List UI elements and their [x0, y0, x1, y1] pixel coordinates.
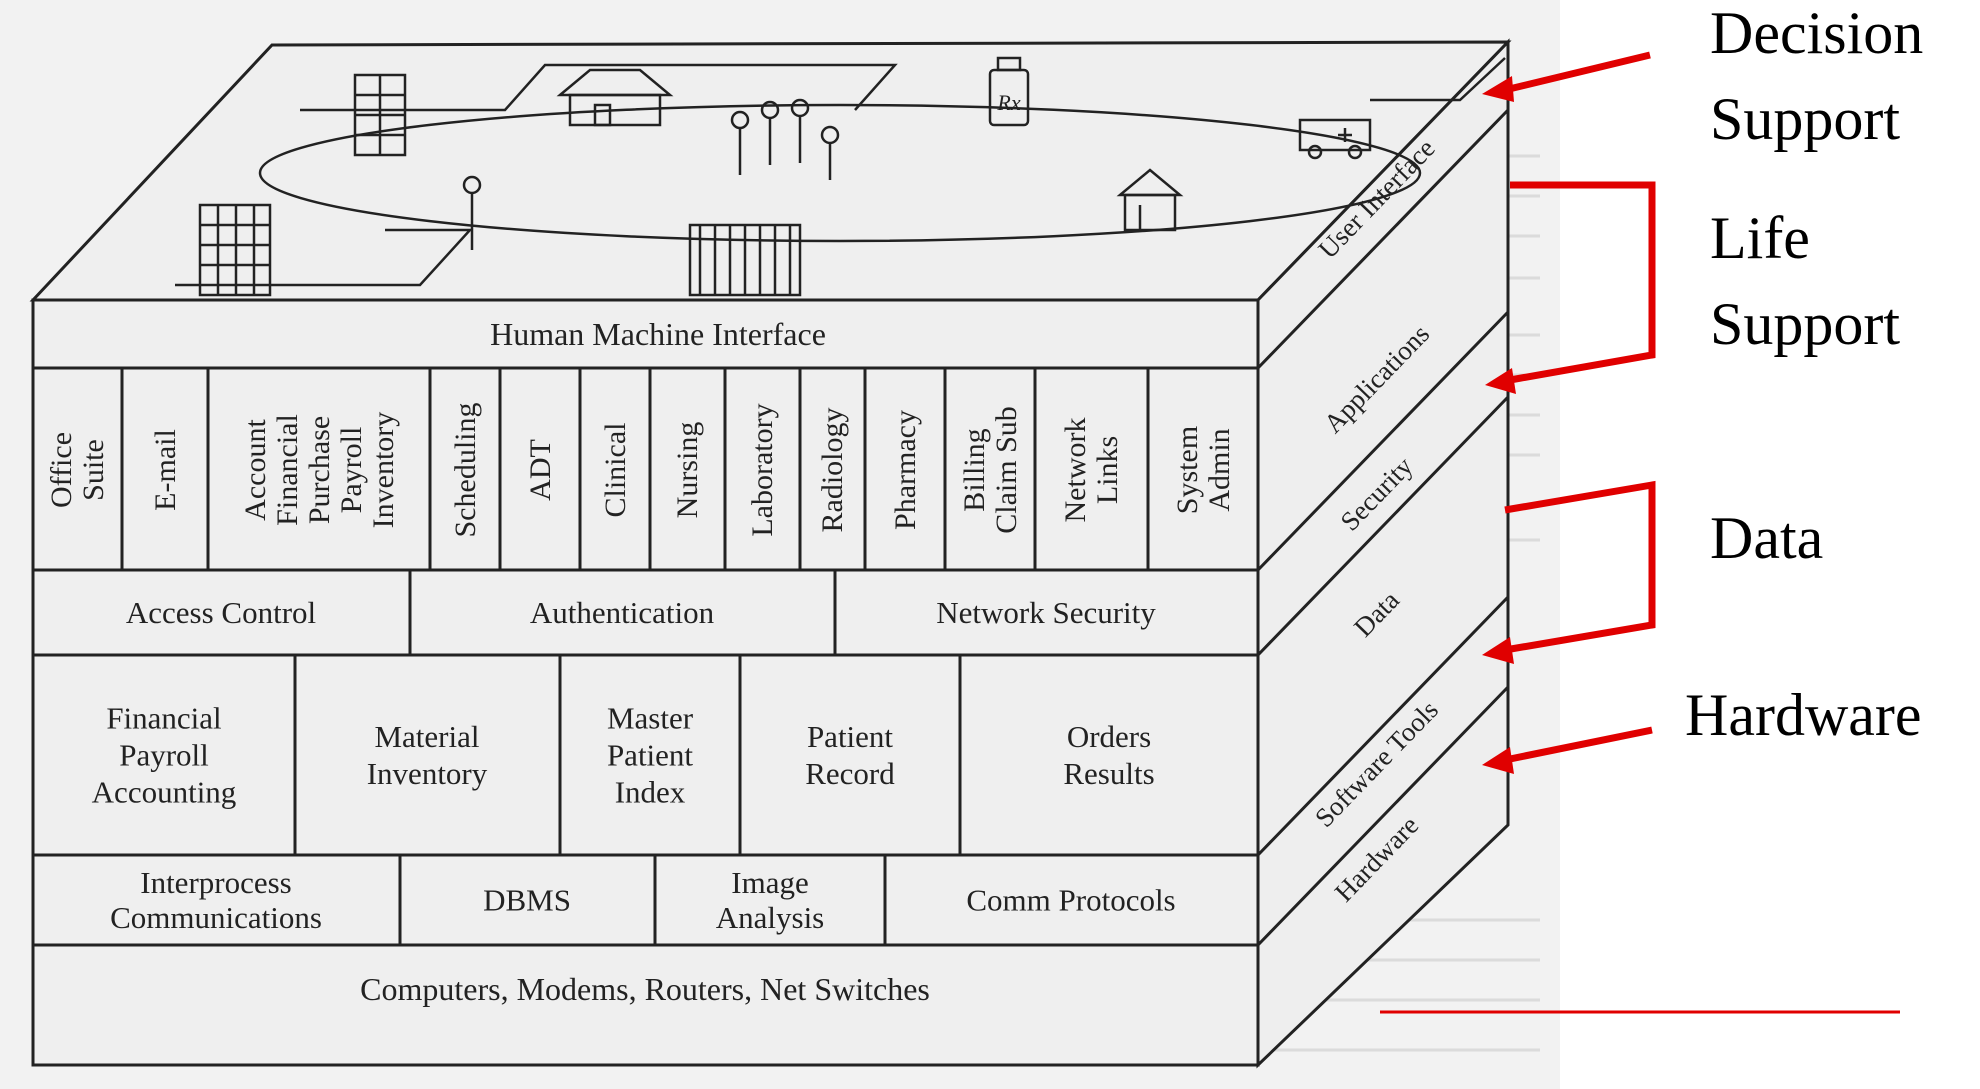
application-label: ADT	[524, 439, 557, 501]
hardware-line: Hardware	[1685, 672, 1922, 758]
data-store-label-line: Payroll	[119, 738, 209, 773]
data-store-label-line: Results	[1063, 756, 1154, 791]
application-label-line: Pharmacy	[889, 410, 922, 530]
application-label: Radiology	[816, 408, 849, 533]
application-label-line: Admin	[1203, 428, 1236, 511]
application-label-line: Billing	[958, 428, 991, 511]
application-label-line: Clinical	[599, 423, 632, 518]
data-store-label-line: Inventory	[367, 756, 488, 791]
application-label: Clinical	[599, 423, 632, 518]
software-tool-label-line: Interprocess	[140, 865, 292, 900]
application-label-line: Suite	[77, 439, 110, 501]
data-store-label-line: Patient	[807, 719, 893, 754]
application-label-line: Laboratory	[746, 403, 779, 536]
data-store-label-line: Orders	[1067, 719, 1151, 754]
decision-line-2: Support	[1710, 76, 1923, 162]
application-label-line: E-mail	[149, 429, 182, 511]
rx-symbol: Rx	[996, 90, 1020, 115]
security-label: Authentication	[530, 595, 715, 630]
life-line-2: Support	[1710, 281, 1900, 367]
data-store-label-line: Master	[607, 701, 694, 736]
data-store-label-line: Index	[615, 775, 686, 810]
security-label: Access Control	[126, 595, 316, 630]
software-tool-label: DBMS	[483, 883, 571, 918]
life-support-label: Life Support	[1710, 195, 1900, 367]
software-tool-label-line: Communications	[110, 900, 322, 935]
application-label-line: Purchase	[303, 416, 336, 524]
application-label-line: Radiology	[816, 408, 849, 533]
hmi-label: Human Machine Interface	[490, 316, 826, 352]
hardware-annotation-label: Hardware	[1685, 672, 1922, 758]
application-label-line: Office	[45, 432, 78, 508]
application-label-line: Financial	[271, 414, 304, 526]
life-line-1: Life	[1710, 195, 1900, 281]
software-tool-label-line: DBMS	[483, 883, 571, 918]
decision-line-1: Decision	[1710, 0, 1923, 76]
hardware-row-label: Computers, Modems, Routers, Net Switches	[360, 971, 930, 1007]
application-label-line: Inventory	[367, 412, 400, 529]
application-label-line: Payroll	[335, 427, 368, 514]
security-label: Network Security	[936, 595, 1156, 630]
application-label-line: Links	[1091, 436, 1124, 504]
security-layer: Access Control Authentication Network Secu…	[126, 595, 1156, 630]
application-label-line: ADT	[524, 439, 557, 501]
data-store-label-line: Patient	[607, 738, 693, 773]
application-label: E-mail	[149, 429, 182, 511]
application-label-line: Nursing	[671, 422, 704, 519]
application-label: Nursing	[671, 422, 704, 519]
application-label-line: Scheduling	[449, 403, 482, 538]
application-label-line: Claim Sub	[990, 406, 1023, 534]
data-line: Data	[1710, 495, 1823, 581]
application-label-line: Network	[1059, 418, 1092, 523]
application-label-line: System	[1171, 426, 1204, 514]
application-label-line: Account	[239, 419, 272, 521]
data-store-label-line: Material	[374, 719, 479, 754]
data-store-label-line: Accounting	[92, 775, 237, 810]
software-tool-label-line: Analysis	[716, 900, 825, 935]
software-tool-label-line: Image	[731, 865, 808, 900]
decision-support-label: Decision Support	[1710, 0, 1923, 162]
data-annotation-label: Data	[1710, 495, 1823, 581]
application-label: Pharmacy	[889, 410, 922, 530]
software-tool-label-line: Comm Protocols	[966, 883, 1175, 918]
application-label: Scheduling	[449, 403, 482, 538]
data-store-label-line: Record	[805, 756, 895, 791]
software-tool-label: Comm Protocols	[966, 883, 1175, 918]
application-label: Laboratory	[746, 403, 779, 536]
data-store-label-line: Financial	[106, 701, 221, 736]
